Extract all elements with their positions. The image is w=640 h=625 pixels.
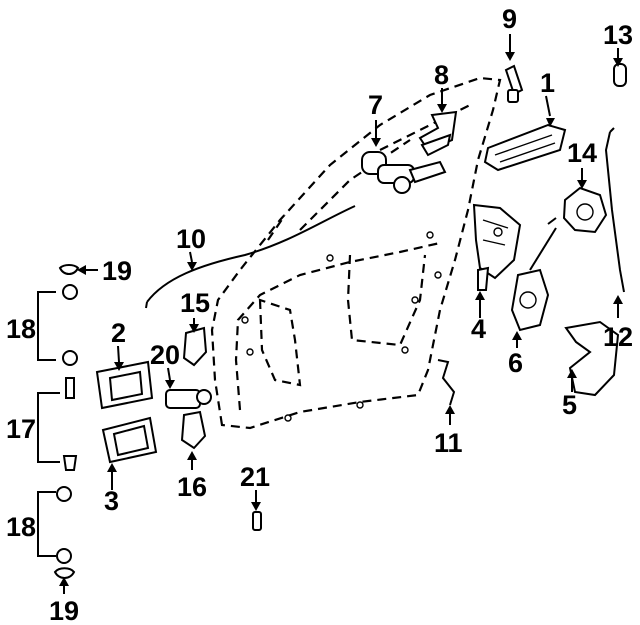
part-16-bellcrank <box>180 410 207 450</box>
part-13-button <box>613 63 627 87</box>
callout-16: 16 <box>177 472 207 502</box>
callout-19-bottom: 19 <box>49 596 79 625</box>
part-4-lock-assembly <box>472 203 522 291</box>
callout-14: 14 <box>567 138 597 168</box>
part-2-inside-handle <box>95 360 154 410</box>
part-1-outside-handle <box>483 123 567 172</box>
part-20-pivot <box>165 389 212 409</box>
callout-9: 9 <box>502 4 517 34</box>
part-9-link <box>504 64 524 103</box>
callout-5: 5 <box>562 390 577 420</box>
part-8-bracket <box>418 110 458 157</box>
callout-4: 4 <box>471 314 486 344</box>
callout-18-top: 18 <box>6 314 36 344</box>
part-11-rod <box>437 359 456 406</box>
fasteners-left <box>53 264 80 579</box>
callout-7: 7 <box>368 90 383 120</box>
part-3-bezel <box>101 416 158 464</box>
door-panel-outline <box>210 76 502 430</box>
leader-arrows <box>59 34 623 594</box>
callout-15: 15 <box>180 288 210 318</box>
callout-6: 6 <box>508 348 523 378</box>
callout-10: 10 <box>176 224 206 254</box>
callout-8: 8 <box>434 60 449 90</box>
callout-12: 12 <box>603 322 633 352</box>
callout-21: 21 <box>240 462 270 492</box>
part-15-bellcrank <box>182 326 208 367</box>
callout-13: 13 <box>603 20 633 50</box>
callout-11: 11 <box>434 428 463 458</box>
callout-labels: 1 2 3 4 5 6 7 8 9 10 11 12 13 14 15 16 1… <box>6 4 633 625</box>
callout-2: 2 <box>111 318 126 348</box>
part-7-lock-cylinder <box>361 151 447 194</box>
callout-18-bottom: 18 <box>6 512 36 542</box>
callout-3: 3 <box>104 486 119 516</box>
part-10-rod <box>145 205 356 309</box>
callout-17: 17 <box>6 414 36 444</box>
group-brackets <box>37 291 60 557</box>
part-21-clip <box>252 511 262 531</box>
part-5-striker-plate <box>564 320 620 397</box>
callout-19-top: 19 <box>102 256 132 286</box>
callout-20: 20 <box>150 340 180 370</box>
part-12-rod <box>604 127 625 293</box>
part-6-latch <box>510 217 557 332</box>
part-14-actuator <box>562 186 608 234</box>
callout-1: 1 <box>540 68 555 98</box>
